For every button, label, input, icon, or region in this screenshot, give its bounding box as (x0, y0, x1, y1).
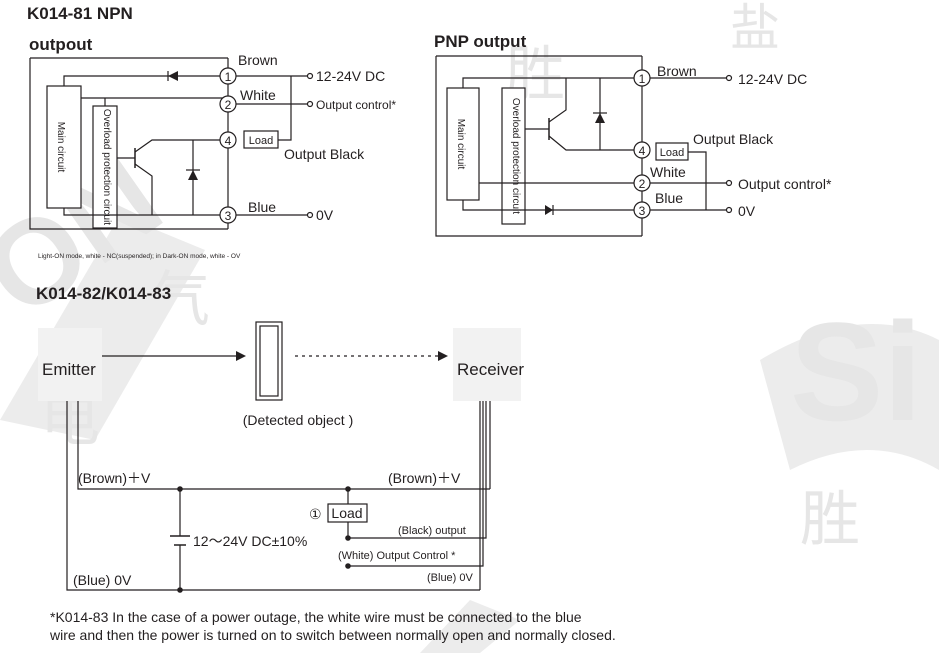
beam-dashed-arrow-head (438, 351, 448, 361)
tb-brown-left-label: (Brown)＋V (78, 470, 151, 486)
receiver-wire-white (348, 401, 484, 567)
junction-supply-top (177, 486, 183, 492)
npn-output-black-label: Output Black (284, 146, 365, 162)
npn-pin-2-label: 2 (225, 98, 232, 112)
pnp-pin-4-label: 4 (639, 144, 646, 158)
pnp-wire-brown-internal (462, 77, 642, 88)
watermark-stroke-bottom (420, 600, 520, 653)
receiver-label: Receiver (457, 360, 524, 379)
npn-model-title: K014-81 NPN (27, 4, 133, 23)
npn-main-circuit-block (46, 85, 82, 209)
pnp-wire-blue-internal (462, 200, 642, 211)
tb-note-line-2: wire and then the power is turned on to … (49, 627, 616, 643)
junction-black-output (345, 535, 351, 541)
detected-object-inner (259, 325, 279, 397)
npn-overload-block (92, 105, 118, 229)
tb-note-line-1: *K014-83 In the case of a power outage, … (50, 609, 582, 625)
watermark-char-5: 盐 (730, 0, 780, 56)
npn-pin-3-label: 3 (225, 209, 232, 223)
npn-wire-blue-internal (63, 208, 228, 216)
pnp-load-wire (688, 151, 707, 210)
junction-supply-bottom (177, 587, 183, 593)
detected-object-label: (Detected object ) (243, 412, 354, 428)
npn-brown-label: Brown (238, 52, 278, 68)
npn-pin-1-label: 1 (225, 70, 232, 84)
npn-terminal-output-control (306, 100, 314, 108)
npn-0v-label: 0V (316, 207, 334, 223)
pnp-transistor-leads (525, 78, 642, 151)
pnp-output-black-label: Output Black (693, 131, 774, 147)
tb-blue-right-label: (Blue) 0V (427, 572, 474, 584)
emitter-wire-brown (77, 401, 490, 490)
npn-pin-4 (219, 131, 237, 149)
npn-load-wire (278, 76, 292, 141)
junction-white-control (345, 563, 351, 569)
npn-terminal-0v (306, 211, 314, 219)
beam-arrow-head (236, 351, 246, 361)
pnp-diode-bottom (545, 205, 553, 215)
npn-transistor-leads (117, 139, 228, 215)
pnp-pin-1-label: 1 (639, 72, 646, 86)
watermark-char-3: 胜 (800, 486, 860, 553)
pnp-main-circuit-label: Main circuit (455, 119, 466, 170)
pnp-pin-4 (633, 141, 651, 159)
tb-white-control-label: (White) Output Control * (338, 550, 456, 562)
watermark-brand-right: Si (790, 293, 922, 450)
npn-supply-label: 12-24V DC (316, 68, 385, 84)
emitter-block (38, 328, 102, 401)
pnp-load-label: Load (660, 147, 684, 159)
npn-diode-top (168, 71, 178, 81)
npn-subtitle: outpout (29, 35, 93, 54)
pnp-overload-label: Overload protection circuit (510, 98, 521, 214)
tb-load-box (327, 503, 368, 523)
pnp-overload-block (501, 87, 526, 225)
tb-load-marker: ① (309, 506, 322, 522)
pnp-pin-3-label: 3 (639, 204, 646, 218)
pnp-terminal-output-control (725, 179, 733, 187)
pnp-0v-label: 0V (738, 203, 756, 219)
npn-pin-4-label: 4 (225, 134, 232, 148)
pnp-diagram: PNP output Main circuit Overload protect… (434, 32, 832, 237)
watermark-char-2: 气 (150, 266, 210, 333)
pnp-brown-label: Brown (657, 63, 697, 79)
tb-blue-left-label: (Blue) 0V (73, 572, 132, 588)
npn-blue-label: Blue (248, 199, 276, 215)
pnp-zener-diode (595, 113, 605, 123)
pnp-blue-label: Blue (655, 190, 683, 206)
through-beam-title: K014-82/K014-83 (36, 284, 171, 303)
pnp-terminal-0v (725, 206, 733, 214)
tb-black-output-label: (Black) output (398, 525, 466, 537)
npn-zener-diode (188, 170, 198, 180)
npn-overload-label: Overload protection circuit (101, 109, 112, 225)
tb-brown-right-label: (Brown)＋V (388, 470, 461, 486)
receiver-wire-black (348, 401, 487, 539)
npn-load-label: Load (249, 135, 273, 147)
emitter-wire-blue (66, 401, 480, 591)
pnp-main-circuit-block (446, 87, 480, 201)
pnp-output-control-label: Output control* (738, 176, 832, 192)
npn-terminal-supply (306, 72, 314, 80)
npn-output-control-label: Output control* (316, 98, 396, 112)
receiver-block (453, 328, 521, 401)
pnp-title: PNP output (434, 32, 527, 51)
npn-footnote: Light-ON mode, white - NC(suspended); in… (38, 253, 241, 260)
watermark-stroke-right (760, 324, 939, 470)
npn-white-label: White (240, 87, 276, 103)
emitter-label: Emitter (42, 360, 96, 379)
npn-wire-white-internal (81, 97, 228, 106)
pnp-pin-2-label: 2 (639, 177, 646, 191)
npn-wire-brown-internal (63, 75, 228, 86)
junction-load-top (345, 486, 351, 492)
through-beam-diagram: K014-82/K014-83 Emitter (Detected object… (36, 284, 616, 643)
pnp-supply-label: 12-24V DC (738, 71, 807, 87)
pnp-white-label: White (650, 164, 686, 180)
pnp-terminal-supply (725, 74, 733, 82)
tb-load-label: Load (331, 505, 362, 521)
tb-supply-label: 12～24V DC±10% (193, 533, 307, 549)
npn-diagram: K014-81 NPN outpout Main circuit Overloa… (27, 4, 396, 260)
npn-main-circuit-label: Main circuit (55, 122, 66, 173)
